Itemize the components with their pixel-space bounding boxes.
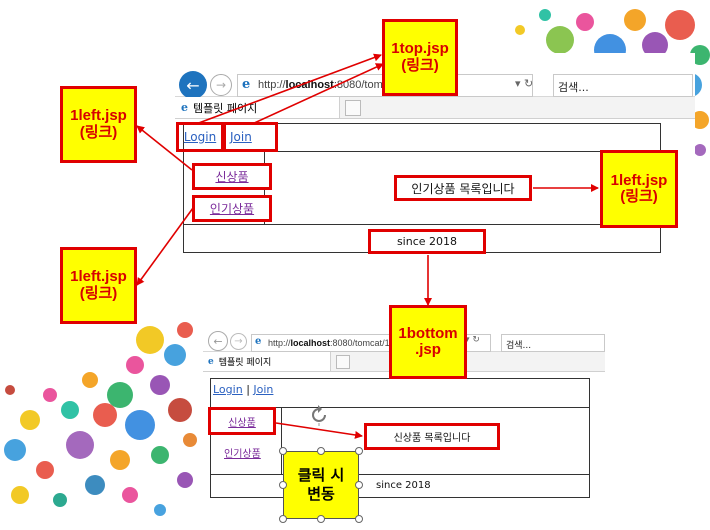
divider bbox=[211, 474, 589, 475]
tab-title: 템플릿 페이지 bbox=[193, 101, 258, 115]
login-link[interactable]: Login bbox=[183, 130, 217, 144]
forward-arrow-icon: → bbox=[215, 78, 227, 92]
search-input[interactable]: 검색... bbox=[501, 334, 605, 352]
highlight-popular-products: 인기상품 bbox=[192, 195, 272, 222]
resize-handle[interactable] bbox=[279, 515, 287, 523]
callout-left-jsp-right: 1left.jsp (링크) bbox=[600, 150, 678, 228]
highlight-login: Login bbox=[176, 122, 224, 152]
back-button[interactable]: ← bbox=[179, 71, 207, 99]
click-note-line1: 클릭 시 bbox=[297, 466, 345, 485]
content-text: 인기상품 목록입니다 bbox=[411, 181, 515, 196]
callout-file: 1top.jsp bbox=[391, 40, 449, 57]
forward-arrow-icon: → bbox=[234, 336, 243, 347]
new-products-link[interactable]: 신상품 bbox=[215, 170, 249, 184]
tab-title: 템플릿 페이지 bbox=[218, 358, 272, 368]
content-text: 신상품 목록입니다 bbox=[393, 433, 471, 444]
divider bbox=[184, 224, 660, 225]
callout-left-jsp-upper: 1left.jsp (링크) bbox=[60, 86, 137, 163]
join-link[interactable]: Join bbox=[230, 130, 252, 144]
url-host: localhost bbox=[285, 79, 334, 91]
callout-label: (링크) bbox=[401, 56, 439, 74]
callout-file-ext: .jsp bbox=[415, 341, 441, 358]
callout-label: (링크) bbox=[79, 284, 118, 302]
url-host: localhost bbox=[290, 338, 331, 348]
forward-button[interactable]: → bbox=[210, 74, 232, 96]
nav-separator: | bbox=[246, 383, 250, 396]
search-input[interactable]: 검색... bbox=[553, 74, 693, 97]
callout-file: 1left.jsp bbox=[70, 268, 127, 285]
new-tab-button[interactable] bbox=[345, 100, 361, 116]
callout-file: 1bottom bbox=[398, 324, 458, 342]
callout-file: 1left.jsp bbox=[610, 171, 668, 189]
highlight-join: Join bbox=[223, 122, 278, 152]
rotate-handle-icon[interactable] bbox=[308, 404, 330, 426]
highlight-content: 신상품 목록입니다 bbox=[364, 423, 500, 450]
forward-button[interactable]: → bbox=[230, 333, 247, 350]
resize-handle[interactable] bbox=[355, 515, 363, 523]
highlight-footer: since 2018 bbox=[368, 229, 486, 254]
join-link[interactable]: Join bbox=[253, 383, 274, 396]
ie-tab-icon: e bbox=[181, 101, 188, 114]
ie-tab-icon: e bbox=[208, 356, 214, 367]
back-arrow-icon: ← bbox=[213, 334, 223, 348]
callout-file: 1left.jsp bbox=[70, 107, 127, 124]
divider bbox=[281, 407, 282, 474]
highlight-new-products: 신상품 bbox=[208, 407, 276, 435]
ie-icon: e bbox=[242, 77, 251, 92]
highlight-content: 인기상품 목록입니다 bbox=[394, 175, 532, 201]
resize-handle[interactable] bbox=[317, 515, 325, 523]
tab-bar: e 템플릿 페이지 bbox=[175, 97, 695, 119]
back-button[interactable]: ← bbox=[208, 331, 228, 351]
new-products-link[interactable]: 신상품 bbox=[228, 417, 256, 429]
refresh-icon[interactable]: ▾ ↻ bbox=[515, 77, 534, 90]
url-scheme: http:// bbox=[268, 338, 291, 348]
top-nav: Login | Join bbox=[213, 383, 273, 396]
tab-template-page[interactable]: e 템플릿 페이지 bbox=[175, 97, 340, 118]
callout-top-jsp: 1top.jsp (링크) bbox=[382, 19, 458, 96]
divider bbox=[184, 151, 660, 152]
resize-handle[interactable] bbox=[355, 447, 363, 455]
back-arrow-icon: ← bbox=[186, 75, 200, 95]
refresh-icon[interactable]: ▾ ↻ bbox=[465, 335, 480, 345]
footer-text: since 2018 bbox=[376, 480, 431, 491]
url-path: :8080/tomcat/1te bbox=[330, 338, 398, 348]
resize-handle[interactable] bbox=[355, 481, 363, 489]
callout-label: (링크) bbox=[620, 188, 658, 205]
login-link[interactable]: Login bbox=[213, 383, 243, 396]
tab-template-page[interactable]: e 템플릿 페이지 bbox=[203, 352, 331, 371]
resize-handle[interactable] bbox=[279, 447, 287, 455]
ie-icon: e bbox=[255, 336, 262, 347]
click-note-line2: 변동 bbox=[307, 485, 335, 503]
highlight-new-products: 신상품 bbox=[192, 163, 272, 190]
resize-handle[interactable] bbox=[279, 481, 287, 489]
popular-products-link[interactable]: 인기상품 bbox=[224, 449, 261, 460]
callout-left-jsp-lower: 1left.jsp (링크) bbox=[60, 247, 137, 324]
url-scheme: http:// bbox=[258, 79, 286, 91]
callout-bottom-jsp: 1bottom .jsp bbox=[389, 305, 467, 379]
divider bbox=[211, 407, 589, 408]
popular-products-link[interactable]: 인기상품 bbox=[209, 202, 255, 216]
click-change-note[interactable]: 클릭 시 변동 bbox=[283, 451, 359, 519]
footer-text: since 2018 bbox=[396, 235, 458, 248]
callout-label: (링크) bbox=[79, 123, 118, 141]
new-tab-button[interactable] bbox=[336, 355, 350, 369]
resize-handle[interactable] bbox=[317, 447, 325, 455]
